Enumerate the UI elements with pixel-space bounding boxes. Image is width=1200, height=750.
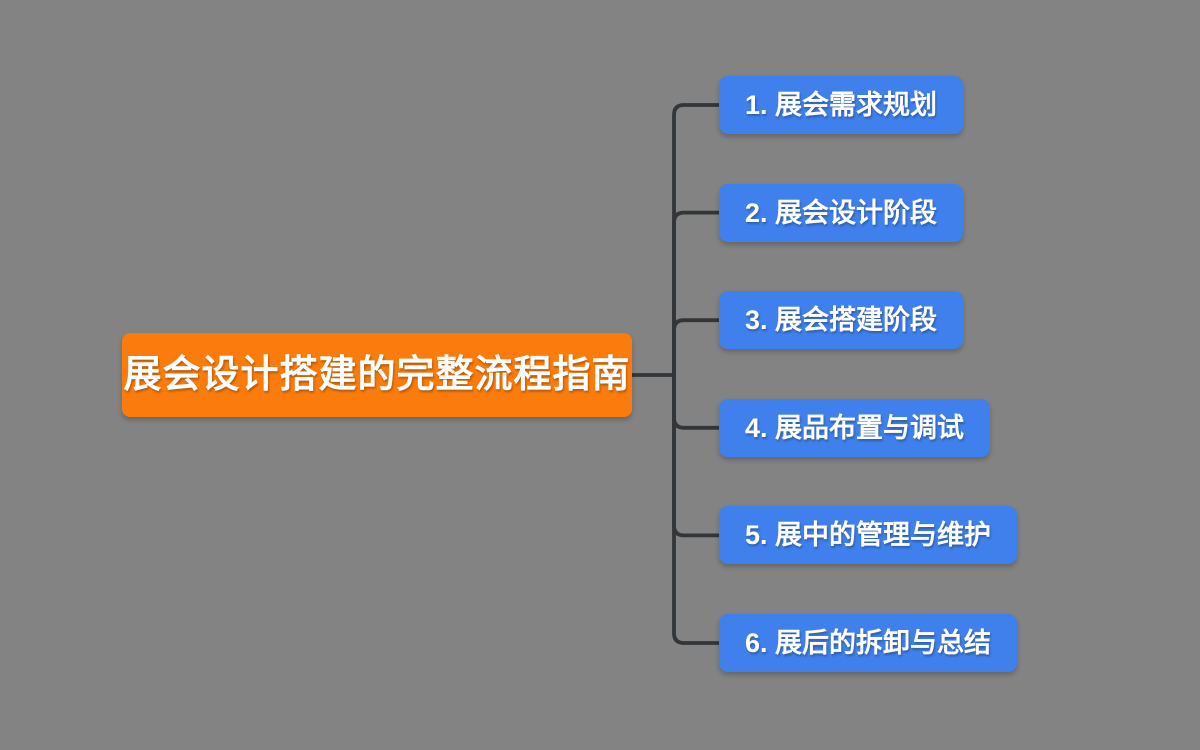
root-topic-node[interactable]: 展会设计搭建的完整流程指南	[122, 333, 632, 417]
branch-node-2[interactable]: 2. 展会设计阶段	[719, 184, 964, 242]
connector-line	[672, 318, 721, 377]
connector-line	[672, 373, 721, 430]
branch-node-4[interactable]: 4. 展品布置与调试	[719, 399, 991, 457]
connector-line	[672, 373, 721, 538]
connector-line	[672, 373, 721, 645]
branch-node-3[interactable]: 3. 展会搭建阶段	[719, 291, 964, 349]
branch-node-5[interactable]: 5. 展中的管理与维护	[719, 506, 1018, 564]
branch-node-6[interactable]: 6. 展后的拆卸与总结	[719, 614, 1018, 672]
connector-line	[672, 103, 721, 377]
branch-node-1[interactable]: 1. 展会需求规划	[719, 76, 964, 134]
connector-line	[672, 210, 721, 377]
